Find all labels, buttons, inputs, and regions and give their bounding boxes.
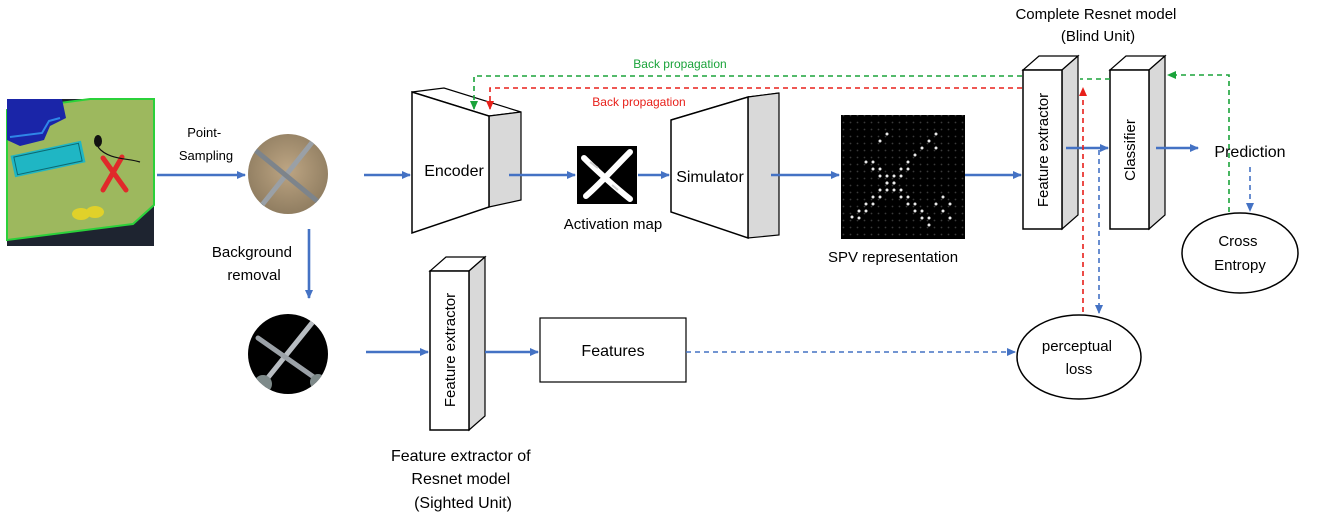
point-sampling-label: Point- Sampling bbox=[179, 125, 233, 163]
green-back-propagation-path bbox=[470, 71, 1230, 212]
sampled-image bbox=[248, 134, 328, 214]
activation-map-label: Activation map bbox=[564, 216, 662, 233]
input-scene-image bbox=[6, 98, 155, 246]
prediction-label: Prediction bbox=[1214, 144, 1285, 161]
perceptual-loss-label: perceptual loss bbox=[1042, 338, 1116, 378]
dashed-blue-arrows bbox=[686, 150, 1254, 356]
sighted-feature-extractor-label: Feature extractor bbox=[442, 293, 459, 407]
simulator-block bbox=[670, 92, 780, 240]
blind-feature-extractor-label: Feature extractor bbox=[1035, 93, 1052, 207]
blind-feature-extractor-block bbox=[1021, 54, 1080, 231]
sighted-feature-extractor-block bbox=[428, 255, 487, 432]
spv-representation-label: SPV representation bbox=[828, 249, 958, 266]
red-back-propagation-label: Back propagation bbox=[592, 95, 685, 109]
encoder-label: Encoder bbox=[424, 163, 484, 180]
background-removed-image bbox=[248, 314, 328, 394]
green-back-propagation-label: Back propagation bbox=[633, 57, 726, 71]
cross-entropy-node bbox=[1181, 212, 1299, 294]
cross-entropy-label: Cross Entropy bbox=[1214, 233, 1266, 274]
simulator-label: Simulator bbox=[676, 169, 744, 186]
classifier-block bbox=[1108, 54, 1167, 231]
features-box bbox=[539, 317, 687, 383]
classifier-label: Classifier bbox=[1122, 119, 1139, 181]
encoder-block bbox=[411, 87, 522, 235]
perceptual-loss-node bbox=[1016, 314, 1142, 400]
activation-map-image bbox=[577, 146, 637, 204]
complete-model-label: Complete Resnet model (Blind Unit) bbox=[1015, 6, 1180, 45]
red-back-propagation-path bbox=[486, 87, 1087, 312]
features-label: Features bbox=[581, 343, 644, 360]
sighted-unit-label: Feature extractor of Resnet model (Sight… bbox=[391, 448, 535, 512]
background-removal-label: Background removal bbox=[212, 244, 296, 284]
spv-representation-image bbox=[841, 115, 965, 239]
forward-flow-arrows bbox=[157, 144, 1199, 356]
